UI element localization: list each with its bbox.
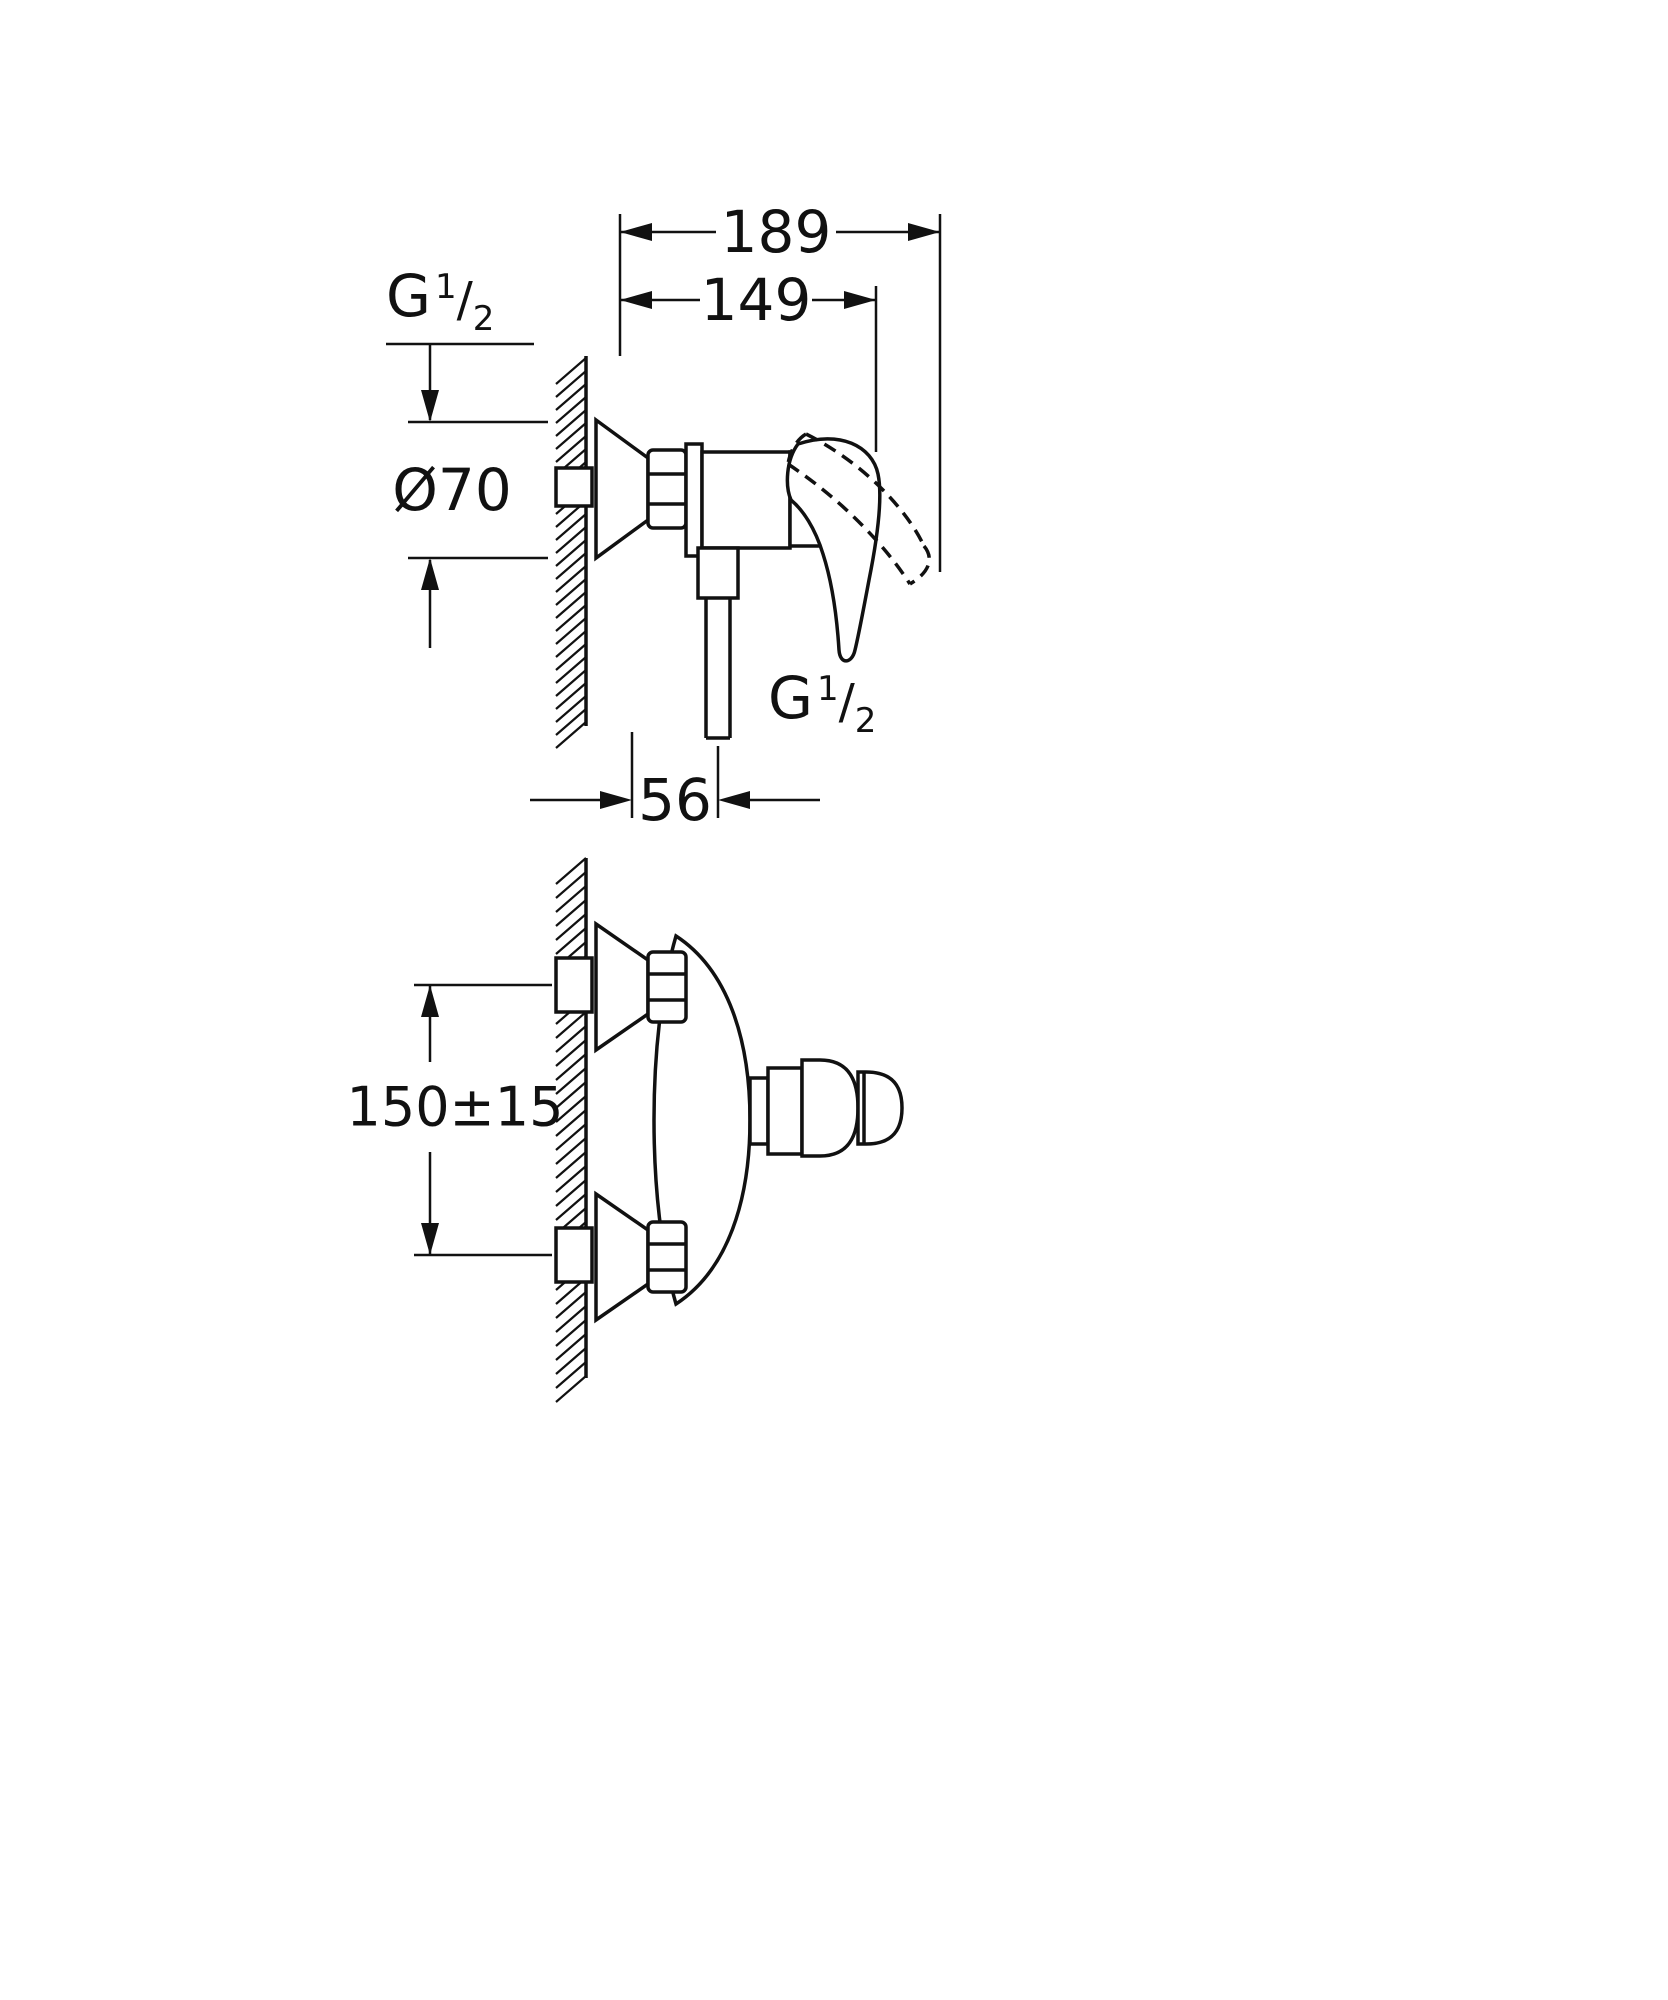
outlet-collar: [696, 546, 740, 600]
thread-slash: /: [839, 674, 856, 730]
shower-outlet: [696, 546, 740, 740]
outlet-tube: [704, 598, 732, 740]
dim-label-handle-depth: 149: [701, 266, 812, 334]
wall-hatching-top: [555, 357, 587, 749]
open-handle-pivot: [786, 432, 807, 465]
wall-pipe-stub: [554, 1226, 594, 1284]
lever-handle-closed: [785, 437, 882, 663]
arrowhead-right-pointing: [600, 791, 632, 809]
escutcheon-bell: [594, 416, 650, 562]
arrowhead-down: [421, 390, 439, 422]
union-nut-facets: [648, 972, 686, 1002]
handle-front-view: [748, 1058, 904, 1158]
dimension-150-15: 150±15: [346, 983, 564, 1257]
thread-g: G: [386, 262, 431, 330]
top-view: [554, 356, 931, 749]
open-handle-upper-edge: [805, 432, 926, 547]
arrowhead-down: [421, 1223, 439, 1255]
mixer-body-silhouette: [652, 933, 752, 1307]
lever-handle-open-dashed: [786, 432, 931, 586]
inlet-connection-lower: [554, 1190, 688, 1324]
body-step-inner: [748, 1076, 770, 1146]
union-nut: [646, 950, 688, 1024]
arrowhead-right: [844, 291, 876, 309]
thread-g: G: [768, 664, 813, 732]
handle-end-cap: [856, 1070, 904, 1146]
thread-slash: /: [457, 272, 474, 328]
body-block: [700, 450, 792, 550]
union-nut: [646, 1220, 688, 1294]
dim-label-connection-spacing: 150±15: [346, 1076, 563, 1139]
body-flange: [684, 442, 704, 558]
dimension-189: 189: [618, 198, 942, 572]
cartridge-dome-front: [800, 1058, 860, 1158]
thread-numerator: 1: [435, 267, 457, 307]
arrowhead-left: [620, 291, 652, 309]
dimension-56: 56: [530, 732, 820, 834]
body-step-outer: [766, 1066, 804, 1156]
union-nut: [646, 448, 688, 530]
arrowhead-left-pointing: [718, 791, 750, 809]
union-nut-facets: [648, 1242, 686, 1272]
open-handle-tip: [909, 544, 931, 586]
dimensions-side: 150±15: [346, 983, 564, 1257]
escutcheon-bell: [594, 920, 650, 1054]
wall-section-top: [555, 356, 588, 749]
wall-pipe-stub: [554, 466, 594, 508]
dim-label-outlet-offset: 56: [638, 766, 712, 834]
wall-pipe-stub: [554, 956, 594, 1014]
open-handle-lower-edge: [787, 462, 912, 585]
arrowhead-up: [421, 558, 439, 590]
arrowhead-left: [620, 223, 652, 241]
thread-denominator: 2: [855, 701, 877, 741]
thread-numerator: 1: [817, 669, 839, 709]
dim-label-escutcheon-diameter: Ø70: [392, 456, 511, 524]
thread-denominator: 2: [473, 299, 495, 339]
dim-label-overall-depth: 189: [721, 198, 832, 266]
dimension-diameter-70: Ø70: [392, 420, 548, 648]
union-nut-facets: [648, 472, 686, 506]
escutcheon-bell: [594, 1190, 650, 1324]
inlet-connection-upper: [554, 920, 688, 1054]
arrowhead-right: [908, 223, 940, 241]
dimension-149: 149: [620, 266, 878, 452]
arrowhead-up: [421, 985, 439, 1017]
side-view: [554, 857, 904, 1403]
